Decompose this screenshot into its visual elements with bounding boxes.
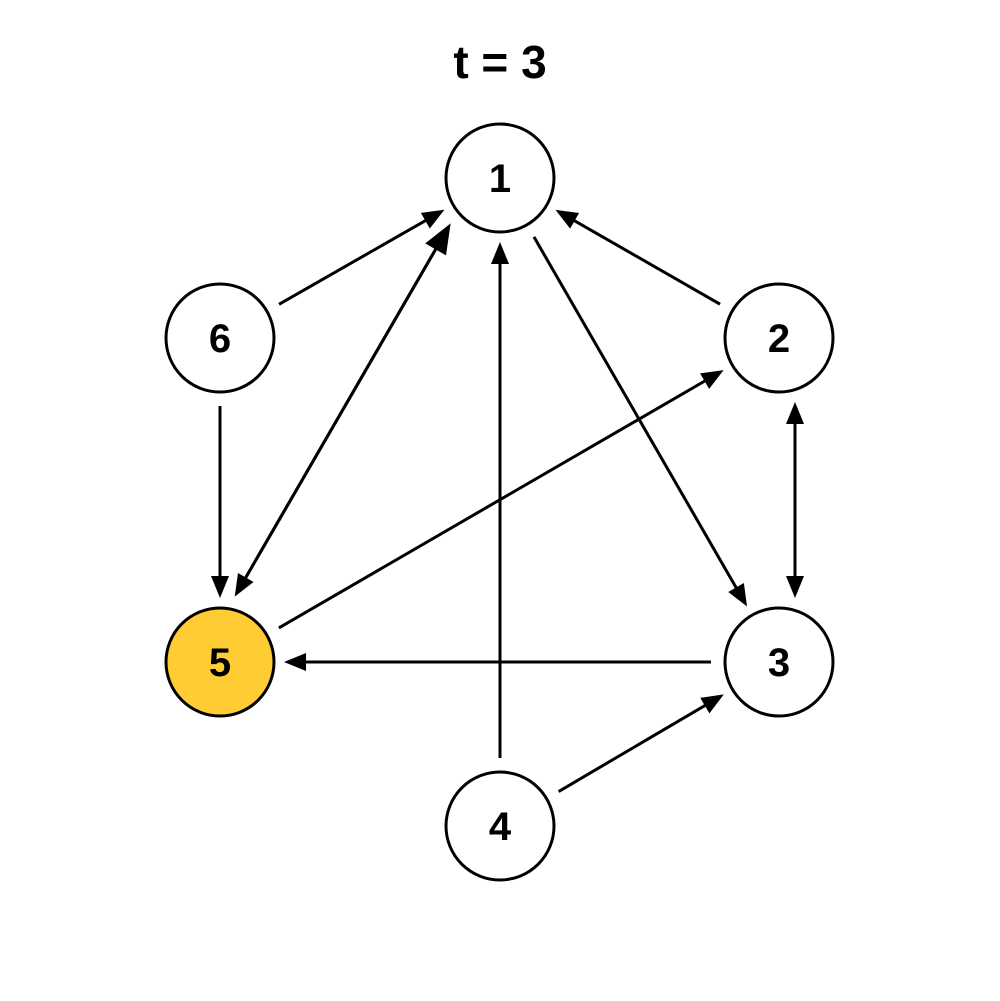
arrow-head-icon [425, 223, 451, 256]
nodes-layer: 1 2 3 4 5 6 [164, 122, 835, 882]
node-circle [444, 770, 556, 882]
node-circle [444, 122, 556, 234]
node-2: 2 [723, 282, 835, 394]
edge-1-to-3 [532, 236, 748, 607]
arrow-head-icon [728, 582, 748, 607]
node-circle [723, 606, 835, 718]
edge-3-to-2 [786, 402, 804, 594]
edge-6-to-1 [278, 209, 445, 306]
node-label: 2 [768, 317, 790, 361]
arrow-head-icon [211, 576, 229, 598]
arrow-head-icon [700, 694, 724, 714]
node-label: 4 [489, 805, 512, 849]
node-5: 5 [164, 606, 276, 718]
node-1: 1 [444, 122, 556, 234]
edge-6-to-5 [211, 406, 229, 598]
edge-3-to-5 [284, 653, 711, 671]
node-circle [164, 282, 276, 394]
node-label: 3 [768, 641, 790, 685]
edge-line [572, 218, 721, 306]
edge-line [235, 246, 439, 595]
node-3: 3 [723, 606, 835, 718]
node-circle-highlighted [164, 606, 276, 718]
node-circle [723, 282, 835, 394]
edges-layer [211, 209, 804, 793]
arrow-head-icon [786, 402, 804, 424]
edge-line [557, 703, 708, 793]
arrow-head-icon [420, 209, 445, 229]
edge-2-to-1 [555, 209, 721, 306]
node-label: 5 [209, 641, 231, 685]
edge-line [532, 236, 739, 590]
edge-line [278, 218, 428, 306]
arrow-head-icon [491, 242, 509, 264]
edge-5-to-1 [235, 223, 451, 595]
node-label: 1 [489, 157, 511, 201]
diagram-title: t = 3 [453, 36, 546, 88]
node-6: 6 [164, 282, 276, 394]
node-label: 6 [209, 317, 231, 361]
edge-4-to-1 [491, 242, 509, 758]
arrow-head-icon [284, 653, 306, 671]
edge-4-to-3 [557, 694, 724, 793]
edge-line [278, 378, 708, 630]
node-4: 4 [444, 770, 556, 882]
arrow-head-icon [555, 209, 580, 229]
edge-5-to-2 [278, 370, 724, 630]
arrow-head-icon [700, 370, 724, 389]
